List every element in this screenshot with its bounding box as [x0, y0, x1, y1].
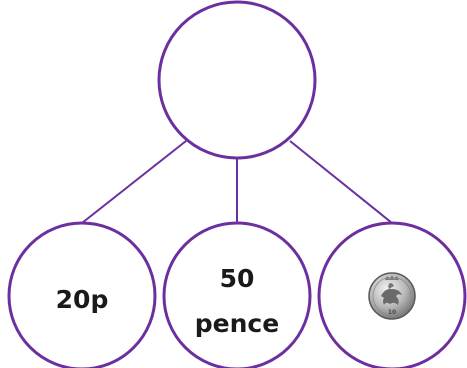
part-circle-20p: [7, 221, 157, 368]
branch-right: [289, 140, 393, 224]
part-label-pence: pence: [195, 309, 279, 338]
10p-coin-icon: 10: [368, 272, 416, 320]
whole-circle: [157, 0, 317, 160]
branch-left: [81, 140, 187, 224]
part-label-20p: 20p: [56, 285, 109, 314]
part-label-50: 50: [220, 264, 255, 293]
coin-value-text: 10: [388, 309, 396, 316]
part-circle-50-pence: [162, 221, 312, 368]
